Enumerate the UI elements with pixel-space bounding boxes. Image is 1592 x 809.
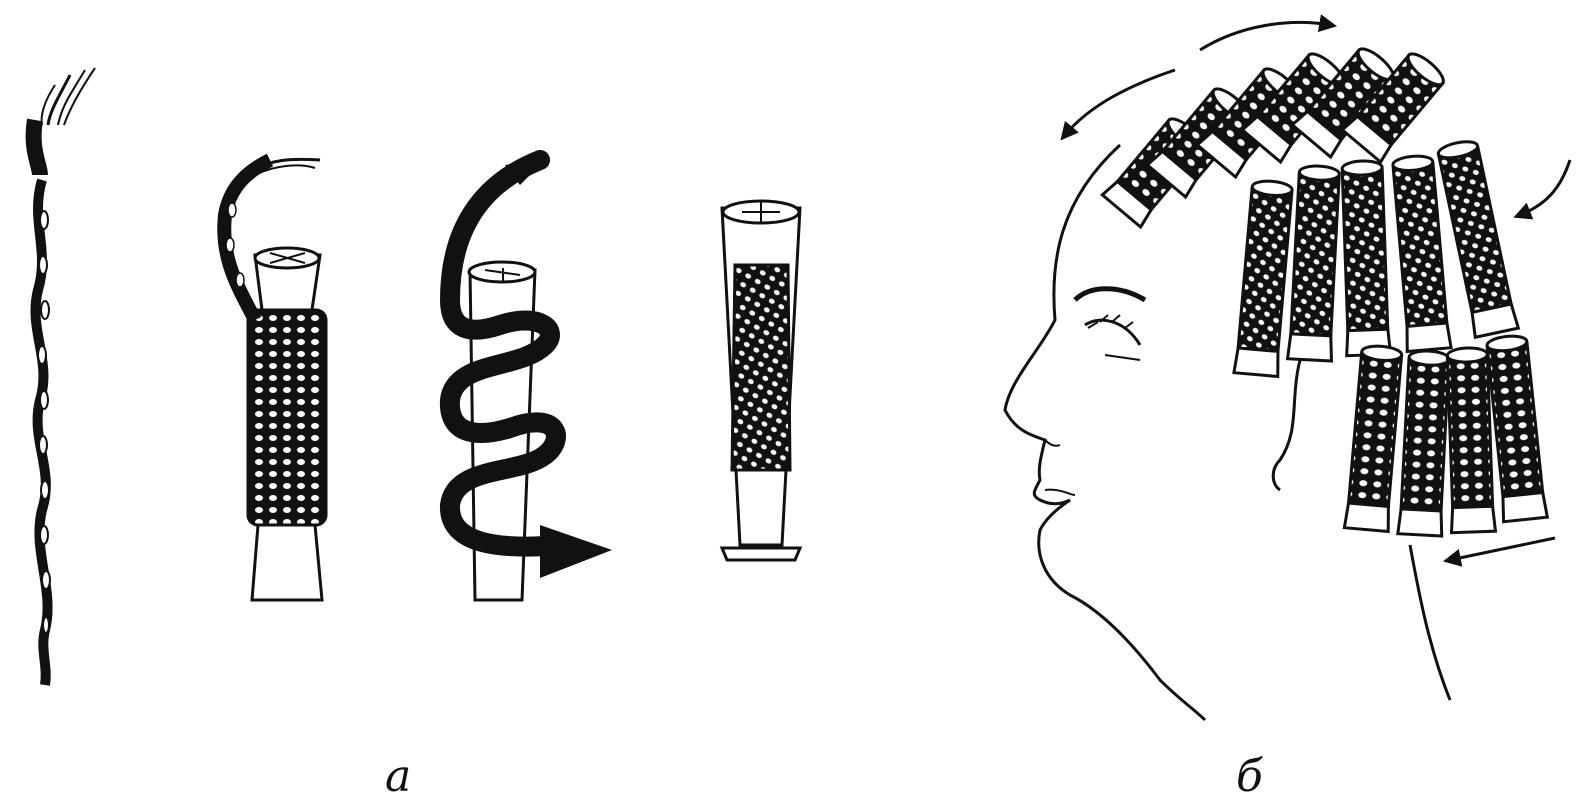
arrow-top-left [1065, 70, 1175, 135]
panel-b-figure [1005, 22, 1570, 720]
arrow-top-right [1200, 22, 1330, 50]
panel-a-figure [34, 68, 800, 685]
arrow-right-side [1520, 160, 1570, 215]
rollers-nape-row [1344, 334, 1547, 536]
roller-spiral-arrow [450, 160, 612, 600]
roller-fully-wrapped [722, 201, 800, 560]
roller-wound-strand [224, 159, 326, 600]
twisted-strand [34, 68, 95, 685]
panel-a-caption: а [385, 755, 411, 799]
panel-b-caption: б [1236, 755, 1263, 799]
arrow-bottom-right [1450, 538, 1555, 560]
rollers-middle-row [1234, 138, 1518, 376]
